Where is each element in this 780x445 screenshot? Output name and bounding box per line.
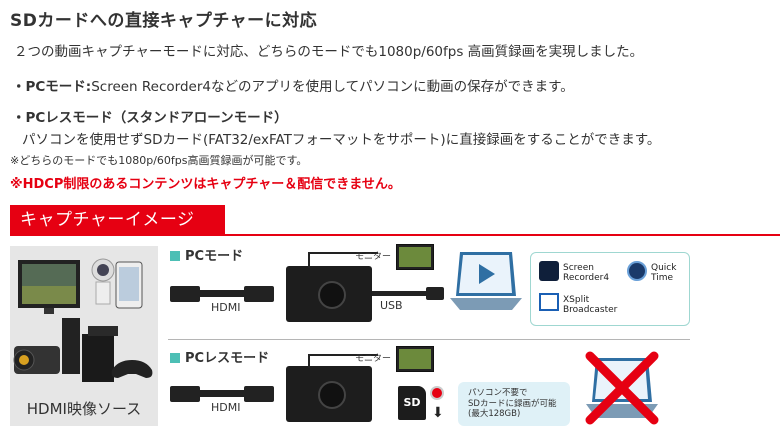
- hdmi-plug-left: [170, 286, 200, 302]
- record-icon: [430, 386, 444, 400]
- quicktime-line2: Time: [651, 273, 674, 283]
- monitor-cable-drop: [308, 252, 310, 268]
- record-button-2: [318, 381, 346, 409]
- hdmi-label-bottom: HDMI: [211, 401, 241, 414]
- bullet-pcless-label: ・PCレスモード（スタンドアローンモード）: [12, 110, 288, 126]
- sd-card-icon: SD: [398, 386, 426, 420]
- section-heading: SDカードへの直接キャプチャーに対応: [10, 11, 318, 31]
- capture-image-banner: キャプチャーイメージ: [10, 205, 225, 235]
- hdmi-plug-right: [244, 286, 274, 302]
- capture-device-pcless-mode: [286, 366, 372, 422]
- pcless-callout-line3: (最大128GB): [468, 409, 521, 419]
- xsplit-icon: [539, 293, 559, 311]
- quicktime-line1: Quick: [651, 263, 677, 273]
- monitor-cable: [308, 252, 378, 254]
- download-arrow-icon: ⬇: [432, 405, 444, 421]
- pc-mode-title-text: PCモード: [185, 249, 244, 264]
- monitor-label-bottom: モニター: [355, 354, 392, 364]
- hdmi-source-devices-illustration: [13, 258, 153, 382]
- capture-device-pc-mode: [286, 266, 372, 322]
- footnote: ※どちらのモードでも1080p/60fps高画質録画が可能です。: [10, 154, 308, 167]
- bullet-pcless-text: パソコンを使用せずSDカード(FAT32/exFATフォーマットをサポート)に直…: [22, 132, 661, 148]
- source-label: HDMI映像ソース: [26, 400, 142, 418]
- pc-mode-title: PCモード: [170, 245, 243, 264]
- bullet-pc-mode-label: ・PCモード:: [12, 79, 92, 95]
- pcless-mode-title-text: PCレスモード: [185, 351, 270, 366]
- pcless-mode-title: PCレスモード: [170, 347, 269, 366]
- hdmi-source-panel: [10, 246, 158, 426]
- monitor-cable-drop-2: [308, 354, 310, 368]
- mode-divider: [168, 339, 690, 340]
- no-laptop-icon: [585, 351, 659, 425]
- lead-text: ２つの動画キャプチャーモードに対応、どちらのモードでも1080p/60fps 高…: [14, 44, 644, 60]
- xsplit-line2: Broadcaster: [563, 305, 618, 315]
- laptop-icon: [450, 252, 522, 310]
- usb-cable: [372, 291, 428, 296]
- screen-recorder-icon: [539, 261, 559, 281]
- usb-label: USB: [380, 299, 403, 312]
- hdcp-warning: ※HDCP制限のあるコンテンツはキャプチャー＆配信できません。: [10, 177, 401, 192]
- hdmi-plug-right-2: [244, 386, 274, 402]
- hdmi-cable-2: [200, 390, 244, 397]
- pcless-callout-line1: パソコン不要で: [468, 388, 528, 398]
- bullet-pc-mode-text: Screen Recorder4などのアプリを使用してパソコンに動画の保存ができ…: [91, 79, 574, 95]
- record-button: [318, 281, 346, 309]
- teal-square-icon: [170, 251, 180, 261]
- hdmi-cable: [200, 290, 244, 297]
- pcless-callout-line2: SDカードに録画が可能: [468, 398, 557, 409]
- hdmi-plug-left-2: [170, 386, 200, 402]
- hdmi-label-top: HDMI: [211, 301, 241, 314]
- bullet-pc-mode: ・PCモード:Screen Recorder4などのアプリを使用してパソコンに動…: [12, 75, 574, 95]
- xsplit-line1: XSplit: [563, 295, 590, 305]
- usb-plug: [426, 287, 444, 300]
- screen-recorder-line1: Screen: [563, 263, 594, 273]
- teal-square-icon: [170, 353, 180, 363]
- pcless-callout: パソコン不要で SDカードに録画が可能 (最大128GB): [458, 382, 570, 426]
- monitor-label-top: モニター: [355, 252, 392, 262]
- monitor-icon: [396, 244, 434, 270]
- banner-underline: [10, 234, 780, 236]
- screen-recorder-line2: Recorder4: [563, 273, 610, 283]
- quicktime-icon: [627, 261, 647, 281]
- monitor-icon-2: [396, 346, 434, 372]
- monitor-cable-2: [308, 354, 378, 356]
